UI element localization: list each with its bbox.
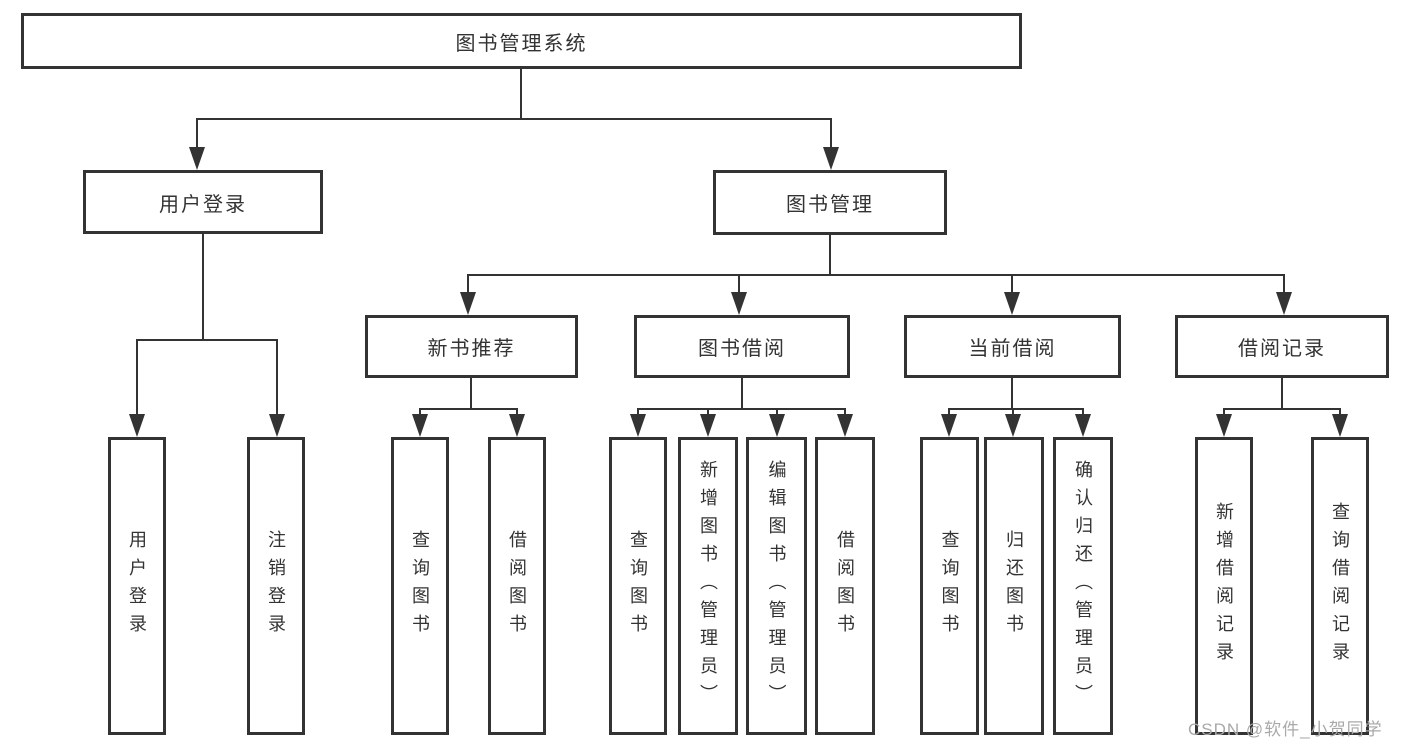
- arrowhead-icon: [412, 414, 428, 437]
- connector-line: [419, 408, 518, 410]
- node-book-management: 图书管理: [713, 170, 947, 235]
- connector-line: [1223, 408, 1225, 418]
- connector-line: [776, 408, 778, 418]
- arrowhead-icon: [837, 414, 853, 437]
- leaf-return-books: 归还图书: [984, 437, 1044, 735]
- arrowhead-icon: [1332, 414, 1348, 437]
- connector-line: [136, 339, 138, 417]
- connector-line: [948, 408, 950, 418]
- node-user-login: 用户登录: [83, 170, 323, 234]
- arrowhead-icon: [189, 147, 205, 170]
- node-book-borrowing: 图书借阅: [634, 315, 850, 378]
- connector-line: [467, 274, 1285, 276]
- connector-line: [830, 118, 832, 149]
- arrowhead-icon: [769, 414, 785, 437]
- connector-line: [276, 339, 278, 417]
- connector-line: [516, 408, 518, 418]
- csdn-watermark: CSDN @软件_小贺同学: [1188, 720, 1383, 739]
- arrowhead-icon: [129, 414, 145, 437]
- node-current-borrowing: 当前借阅: [904, 315, 1121, 378]
- connector-line: [637, 408, 639, 418]
- leaf-borrow-books: 借阅图书: [815, 437, 875, 735]
- leaf-query-books-borrow: 查询图书: [609, 437, 667, 735]
- arrowhead-icon: [1005, 414, 1021, 437]
- leaf-query-books-recommend: 查询图书: [391, 437, 449, 735]
- connector-line: [741, 378, 743, 410]
- node-borrowing-records: 借阅记录: [1175, 315, 1389, 378]
- leaf-add-books-admin: 新增图书（管理员）: [678, 437, 738, 735]
- arrowhead-icon: [941, 414, 957, 437]
- connector-line: [202, 234, 204, 340]
- arrowhead-icon: [823, 147, 839, 170]
- leaf-query-books-current: 查询图书: [920, 437, 979, 735]
- connector-line: [948, 408, 1084, 410]
- arrowhead-icon: [1004, 292, 1020, 315]
- arrowhead-icon: [1075, 414, 1091, 437]
- node-new-book-recommendation: 新书推荐: [365, 315, 578, 378]
- connector-line: [1082, 408, 1084, 418]
- connector-line: [1281, 378, 1283, 410]
- connector-line: [637, 408, 846, 410]
- connector-line: [196, 118, 832, 120]
- connector-line: [520, 69, 522, 118]
- connector-line: [844, 408, 846, 418]
- leaf-edit-books-admin: 编辑图书（管理员）: [746, 437, 807, 735]
- arrowhead-icon: [700, 414, 716, 437]
- connector-line: [829, 235, 831, 276]
- connector-line: [1011, 378, 1013, 410]
- connector-line: [1283, 274, 1285, 294]
- leaf-query-borrow-record: 查询借阅记录: [1311, 437, 1369, 735]
- connector-line: [707, 408, 709, 418]
- connector-line: [1223, 408, 1341, 410]
- node-library-management-system: 图书管理系统: [21, 13, 1022, 69]
- leaf-logout: 注销登录: [247, 437, 305, 735]
- connector-line: [196, 118, 198, 149]
- connector-line: [136, 339, 278, 341]
- arrowhead-icon: [269, 414, 285, 437]
- leaf-borrow-books-recommend: 借阅图书: [488, 437, 546, 735]
- arrowhead-icon: [460, 292, 476, 315]
- arrowhead-icon: [1276, 292, 1292, 315]
- arrowhead-icon: [1216, 414, 1232, 437]
- connector-line: [419, 408, 421, 418]
- connector-line: [738, 274, 740, 294]
- connector-line: [470, 378, 472, 410]
- leaf-confirm-return-admin: 确认归还（管理员）: [1053, 437, 1113, 735]
- leaf-user-login: 用户登录: [108, 437, 166, 735]
- arrowhead-icon: [731, 292, 747, 315]
- arrowhead-icon: [630, 414, 646, 437]
- connector-line: [1339, 408, 1341, 418]
- connector-line: [1012, 408, 1014, 418]
- arrowhead-icon: [509, 414, 525, 437]
- connector-line: [1011, 274, 1013, 294]
- connector-line: [467, 274, 469, 294]
- leaf-add-borrow-record: 新增借阅记录: [1195, 437, 1253, 735]
